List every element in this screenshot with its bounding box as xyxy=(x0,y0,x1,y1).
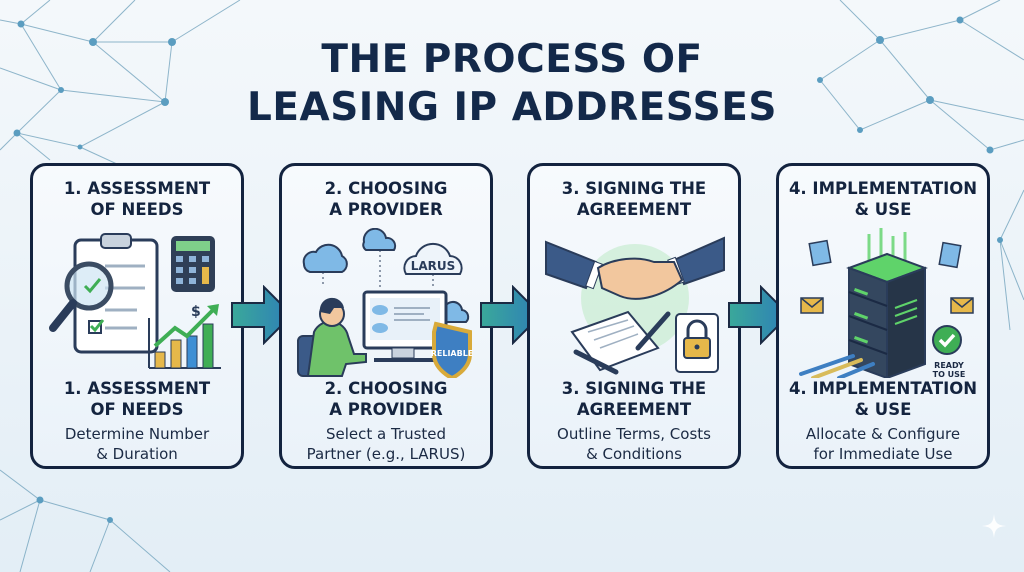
step-card-agreement: 3. SIGNING THE AGREEMENT 3. SIGNING THE xyxy=(527,163,741,469)
title-line-2: LEASING IP ADDRESSES xyxy=(247,85,777,130)
step-subheading-line-2: AGREEMENT xyxy=(576,400,692,419)
step-subheading: 1. ASSESSMENT OF NEEDS xyxy=(33,378,241,420)
step-card-provider: 2. CHOOSING A PROVIDER LARUS xyxy=(279,163,493,469)
step-subheading-line-1: 4. IMPLEMENTATION xyxy=(788,379,978,398)
arrow-right-icon xyxy=(231,285,294,345)
step-subheading-line-2: & USE xyxy=(854,400,912,419)
page-title: THE PROCESS OF LEASING IP ADDRESSES xyxy=(0,36,1024,132)
arrow-right-icon xyxy=(728,285,791,345)
shield-icon: RELIABLE xyxy=(431,321,474,378)
step-description-line-1: Select a Trusted xyxy=(325,425,447,443)
step-description: Outline Terms, Costs & Conditions xyxy=(530,424,738,464)
implementation-illustration: READY TO USE xyxy=(799,228,974,378)
step-heading: 4. IMPLEMENTATION & USE xyxy=(779,178,987,220)
step-subheading: 4. IMPLEMENTATION & USE xyxy=(779,378,987,420)
network-cable-icon xyxy=(799,354,875,378)
step-description: Allocate & Configure for Immediate Use xyxy=(779,424,987,464)
larus-label: LARUS xyxy=(411,259,456,273)
step-heading: 1. ASSESSMENT OF NEEDS xyxy=(33,178,241,220)
step-heading: 2. CHOOSING A PROVIDER xyxy=(282,178,490,220)
step-subheading: 3. SIGNING THE AGREEMENT xyxy=(530,378,738,420)
step-description-line-2: for Immediate Use xyxy=(813,445,953,463)
ready-badge-line-2: TO USE xyxy=(933,370,966,378)
magnifier-icon xyxy=(49,261,114,332)
step-description: Select a Trusted Partner (e.g., LARUS) xyxy=(282,424,490,464)
step-heading-line-1: 4. IMPLEMENTATION xyxy=(788,179,978,198)
step-description-line-2: & Duration xyxy=(96,445,178,463)
step-heading-line-2: & USE xyxy=(854,200,912,219)
step-description-line-2: & Conditions xyxy=(586,445,682,463)
step-heading-line-1: 3. SIGNING THE xyxy=(561,179,707,198)
assessment-illustration: $ xyxy=(49,233,221,369)
ready-badge-line-1: READY xyxy=(934,361,964,370)
handshake-icon xyxy=(545,236,725,300)
step-description-line-1: Outline Terms, Costs xyxy=(557,425,711,443)
step-heading-line-2: OF NEEDS xyxy=(90,200,184,219)
step-heading-line-1: 1. ASSESSMENT xyxy=(63,179,211,198)
dollar-sign-label: $ xyxy=(191,304,201,320)
server-icon xyxy=(846,252,928,378)
padlock-scroll-icon xyxy=(675,313,719,373)
contract-icon xyxy=(570,310,660,372)
step-subheading-line-1: 1. ASSESSMENT xyxy=(63,379,211,398)
agreement-illustration xyxy=(545,236,725,375)
checkmark-icon xyxy=(932,325,962,355)
step-description-line-1: Allocate & Configure xyxy=(805,425,961,443)
cloud-icon xyxy=(302,228,470,323)
reliable-label: RELIABLE xyxy=(431,349,474,358)
step-description-line-1: Determine Number xyxy=(64,425,210,443)
step-description-line-2: Partner (e.g., LARUS) xyxy=(306,445,466,463)
step-description: Determine Number & Duration xyxy=(33,424,241,464)
provider-illustration: LARUS RELIABLE xyxy=(297,228,474,378)
step-heading: 3. SIGNING THE AGREEMENT xyxy=(530,178,738,220)
step-subheading-line-1: 2. CHOOSING xyxy=(324,379,448,398)
title-line-1: THE PROCESS OF xyxy=(321,37,703,82)
person-at-computer-icon xyxy=(297,297,367,377)
larus-cloud-icon: LARUS xyxy=(403,242,463,275)
step-card-assessment: 1. ASSESSMENT OF NEEDS xyxy=(30,163,244,469)
step-heading-line-2: AGREEMENT xyxy=(576,200,692,219)
calculator-icon xyxy=(171,236,215,292)
step-heading-line-2: A PROVIDER xyxy=(329,200,443,219)
step-subheading-line-1: 3. SIGNING THE xyxy=(561,379,707,398)
document-icon xyxy=(808,239,962,269)
envelope-icon xyxy=(800,297,974,314)
step-subheading-line-2: A PROVIDER xyxy=(329,400,443,419)
step-card-implementation: 4. IMPLEMENTATION & USE RE xyxy=(776,163,990,469)
computer-icon xyxy=(362,290,454,362)
step-subheading-line-2: OF NEEDS xyxy=(90,400,184,419)
sparkle-icon xyxy=(982,514,1006,538)
pen-icon xyxy=(573,311,671,375)
step-heading-line-1: 2. CHOOSING xyxy=(324,179,448,198)
step-subheading: 2. CHOOSING A PROVIDER xyxy=(282,378,490,420)
growth-chart-icon: $ xyxy=(148,304,221,369)
